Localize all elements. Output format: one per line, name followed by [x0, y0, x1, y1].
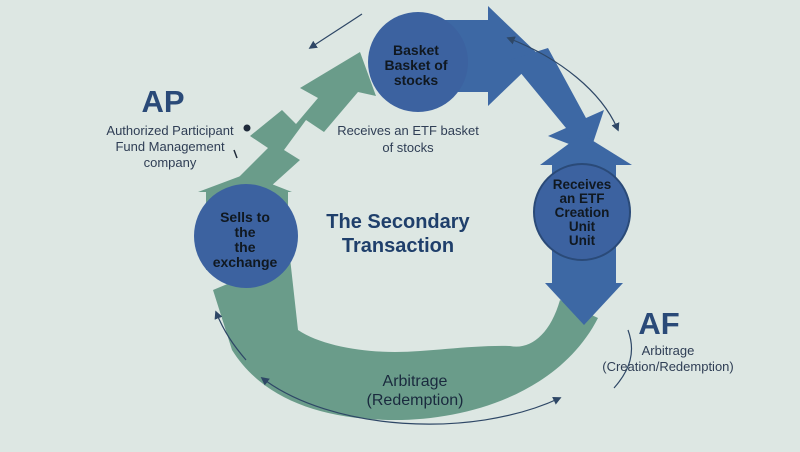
lower-left-connector [214, 310, 247, 361]
rising-green-arrow [238, 52, 376, 196]
top-right-connector [506, 36, 620, 132]
receives-note-line: Receives an ETF basket [337, 123, 479, 138]
left-circle-line: the [234, 239, 256, 255]
center-title: The Secondary Transaction [298, 210, 498, 258]
af-heading: AF [638, 306, 680, 341]
right-up-arrowhead [540, 134, 632, 165]
left-circle-line: the [234, 224, 256, 240]
receives-note-line: of stocks [382, 140, 434, 155]
top-circle-label: Basket Basket of stocks [368, 43, 464, 88]
left-circle-line: Sells to [220, 209, 270, 225]
right-circle-line: Receives [552, 177, 612, 192]
left-up-arrowhead [198, 174, 292, 192]
ap-line: company [143, 155, 197, 170]
top-blue-arrow [444, 6, 540, 106]
top-circle-line: Basket [393, 42, 439, 58]
af-line: (Creation/Redemption) [602, 359, 734, 374]
bottom-arrow-label: Arbitrage (Redemption) [340, 372, 490, 410]
right-circle [533, 163, 631, 261]
right-circle-line: Creation [554, 205, 610, 220]
bottom-connector [260, 376, 562, 425]
dot-icon [243, 124, 251, 132]
center-title-line: The Secondary [326, 211, 470, 233]
diagonal-blue-arrow [510, 48, 604, 152]
top-circle-line: Basket of [384, 57, 448, 73]
bottom-label-line: Arbitrage [382, 373, 448, 390]
bottom-label-line: (Redemption) [366, 392, 464, 409]
ap-line: Authorized Participant [106, 123, 234, 138]
center-title-line: Transaction [341, 235, 455, 257]
ap-description: Authorized Participant Fund Management c… [70, 123, 270, 171]
right-circle-line: an ETF [559, 191, 605, 206]
right-down-arrowhead [545, 283, 623, 325]
af-line: Arbitrage [641, 343, 695, 358]
left-circle [194, 184, 298, 288]
receives-note: Receives an ETF basket of stocks [318, 122, 498, 156]
right-connector [613, 329, 633, 389]
af-description: Arbitrage (Creation/Redemption) [578, 343, 758, 375]
top-left-connector [308, 13, 363, 49]
right-circle-label: Receives an ETF Creation Unit Unit [540, 178, 624, 248]
top-circle-line: stocks [393, 72, 439, 88]
top-circle [368, 12, 468, 112]
left-circle-line: exchange [212, 254, 278, 270]
ap-line: Fund Management [115, 139, 225, 154]
left-circle-label: Sells to the the exchange [200, 210, 290, 270]
right-circle-line: Unit [568, 233, 596, 248]
right-circle-line: Unit [568, 219, 596, 234]
ap-heading: AP [141, 84, 185, 119]
small-tick-icon [233, 149, 238, 159]
